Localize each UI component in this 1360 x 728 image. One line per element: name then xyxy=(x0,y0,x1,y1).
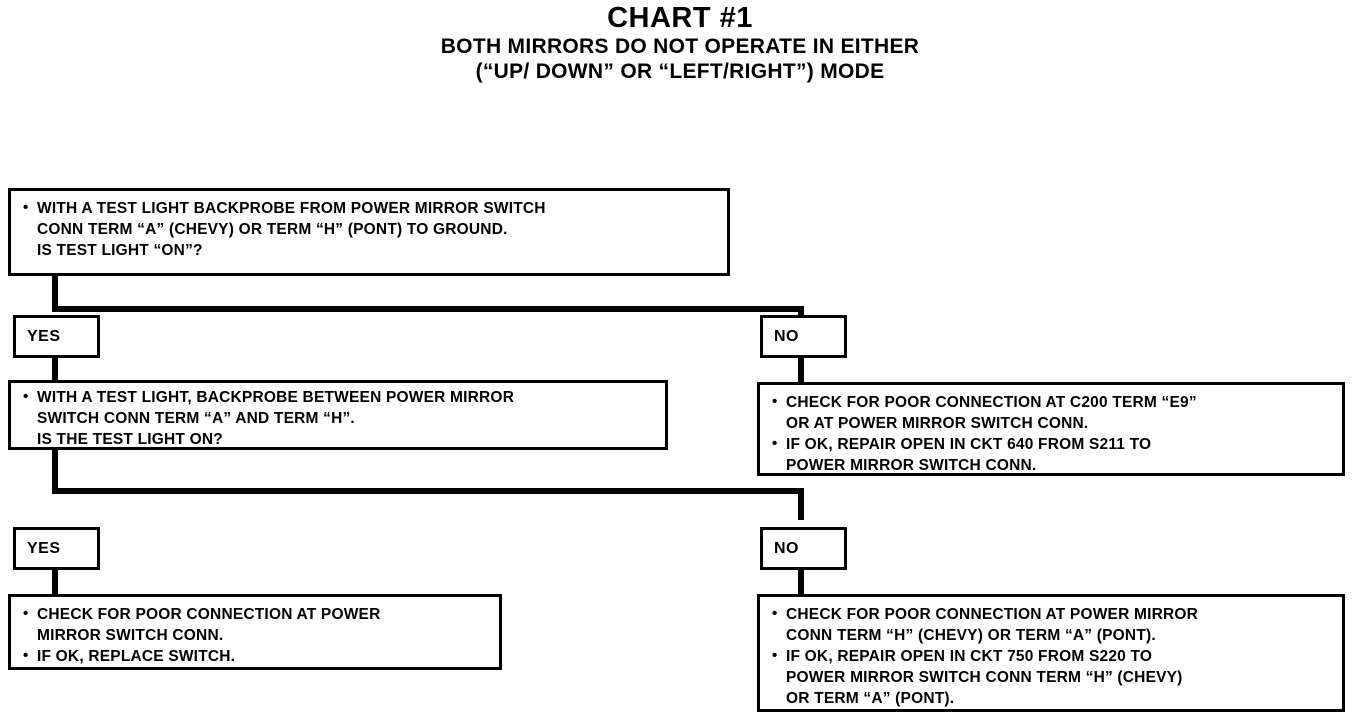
result-no-2-line-2: CONN TERM “H” (CHEVY) OR TERM “A” (PONT)… xyxy=(786,627,1156,644)
connector-yes1-down xyxy=(52,355,58,383)
branch-label-yes-2-text: YES xyxy=(27,539,61,557)
branch-label-no-1[interactable]: NO xyxy=(760,315,847,358)
result-no-1-line-1: CHECK FOR POOR CONNECTION AT C200 TERM “… xyxy=(772,391,1332,413)
result-no-2-line-4: POWER MIRROR SWITCH CONN TERM “H” (CHEVY… xyxy=(786,669,1183,686)
result-no-1-line-2: OR AT POWER MIRROR SWITCH CONN. xyxy=(786,415,1089,432)
branch-label-yes-2[interactable]: YES xyxy=(13,527,100,570)
connector-row2-horizontal xyxy=(52,488,804,494)
branch-label-no-2[interactable]: NO xyxy=(760,527,847,570)
step-2-line-1: WITH A TEST LIGHT, BACKPROBE BETWEEN POW… xyxy=(23,386,655,408)
branch-label-yes-1-text: YES xyxy=(27,327,61,345)
branch-label-no-2-text: NO xyxy=(774,539,799,557)
result-yes-2-line-3: IF OK, REPLACE SWITCH. xyxy=(23,645,489,667)
chart-subtitle-line-1: BOTH MIRRORS DO NOT OPERATE IN EITHER xyxy=(440,35,920,58)
step-1-question-box: WITH A TEST LIGHT BACKPROBE FROM POWER M… xyxy=(8,188,730,276)
step-1-line-3: IS TEST LIGHT “ON”? xyxy=(37,242,203,259)
result-no-1-line-4: POWER MIRROR SWITCH CONN. xyxy=(786,457,1037,474)
branch-label-yes-1[interactable]: YES xyxy=(13,315,100,358)
connector-step1-down xyxy=(52,276,58,312)
step-1-line-2: CONN TERM “A” (CHEVY) OR TERM “H” (PONT)… xyxy=(37,221,508,238)
connector-no2-down xyxy=(798,567,804,595)
connector-row2-to-no xyxy=(798,488,804,520)
result-no-2-line-5: OR TERM “A” (PONT). xyxy=(786,690,955,707)
step-2-line-2: SWITCH CONN TERM “A” AND TERM “H”. xyxy=(37,410,355,427)
connector-step2-down xyxy=(52,448,58,488)
result-no-2-line-1: CHECK FOR POOR CONNECTION AT POWER MIRRO… xyxy=(772,603,1332,625)
result-no-1-box: CHECK FOR POOR CONNECTION AT C200 TERM “… xyxy=(757,382,1345,476)
result-no-2-box: CHECK FOR POOR CONNECTION AT POWER MIRRO… xyxy=(757,594,1345,712)
step-1-line-1: WITH A TEST LIGHT BACKPROBE FROM POWER M… xyxy=(23,197,717,219)
step-2-line-3: IS THE TEST LIGHT ON? xyxy=(37,431,223,448)
step-2-question-box: WITH A TEST LIGHT, BACKPROBE BETWEEN POW… xyxy=(8,380,668,450)
result-no-1-line-3: IF OK, REPAIR OPEN IN CKT 640 FROM S211 … xyxy=(772,433,1332,455)
branch-label-no-1-text: NO xyxy=(774,327,799,345)
result-no-2-line-3: IF OK, REPAIR OPEN IN CKT 750 FROM S220 … xyxy=(772,645,1332,667)
connector-no1-down xyxy=(798,355,804,383)
result-yes-2-line-2: MIRROR SWITCH CONN. xyxy=(37,627,224,644)
page-title: CHART #1 xyxy=(607,2,753,34)
chart-title-block: CHART #1 BOTH MIRRORS DO NOT OPERATE IN … xyxy=(0,2,1360,84)
result-yes-2-box: CHECK FOR POOR CONNECTION AT POWER MIRRO… xyxy=(8,594,502,670)
connector-row1-horizontal xyxy=(52,306,804,312)
connector-yes2-down xyxy=(52,567,58,595)
result-yes-2-line-1: CHECK FOR POOR CONNECTION AT POWER xyxy=(23,603,489,625)
chart-subtitle-line-2: (“UP/ DOWN” OR “LEFT/RIGHT”) MODE xyxy=(475,60,885,83)
